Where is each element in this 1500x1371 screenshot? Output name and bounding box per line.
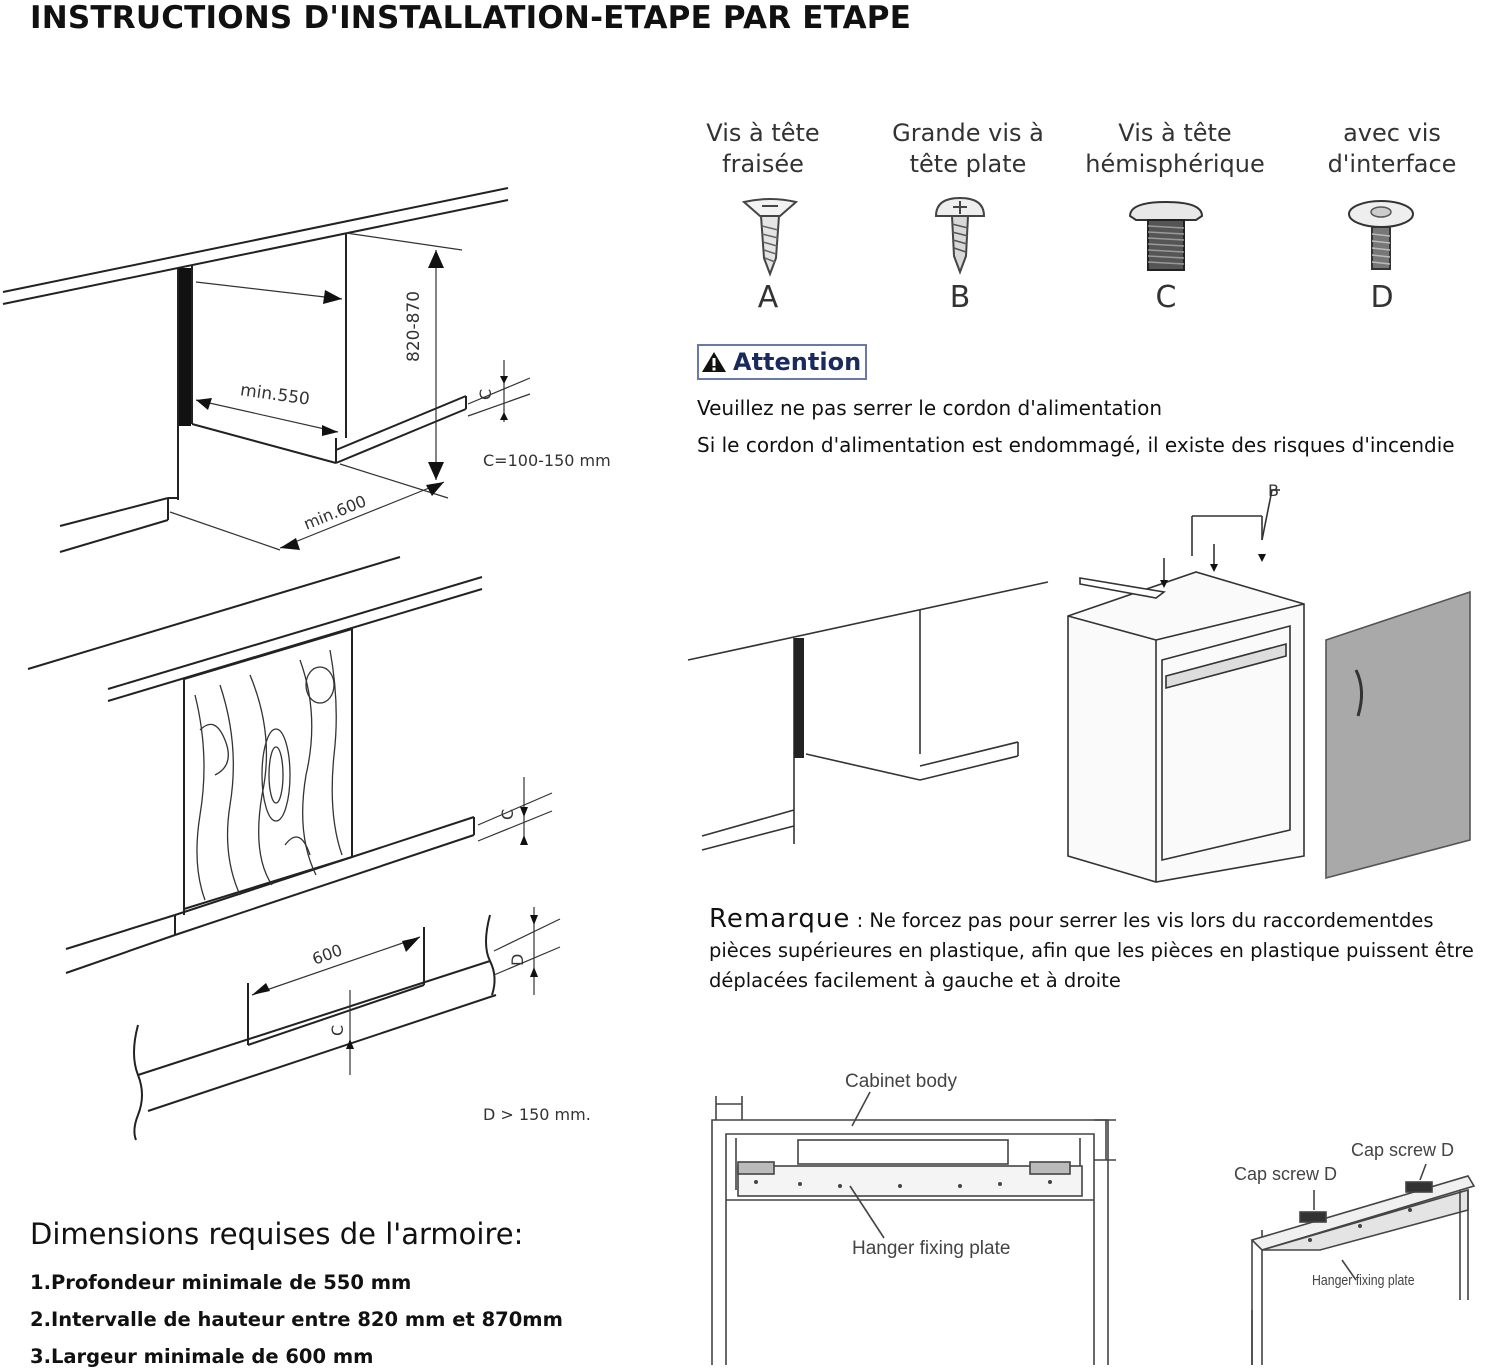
c-dimension-1: C — [476, 388, 495, 400]
screw-d-label: avec vis d'interface — [1292, 118, 1492, 180]
warning-line-2: Si le cordon d'alimentation est endommag… — [697, 433, 1455, 457]
requirement-item-3: 3.Largeur minimale de 600 mm — [30, 1345, 374, 1368]
warning-icon — [702, 352, 726, 372]
wood-panel-diagram — [27, 556, 561, 1141]
hemispherical-screw-icon — [1128, 200, 1204, 271]
hanger-plate-diagram — [711, 1091, 1476, 1365]
c-dimension-3: C — [328, 1024, 347, 1036]
screw-b-label-line2: tête plate — [909, 150, 1027, 178]
screw-c-label-line1: Vis à tête — [1118, 119, 1232, 147]
hanger-plate-label: Hanger fixing plate — [852, 1238, 1011, 1259]
fridge-b-label: B — [1268, 481, 1279, 500]
interface-screw-icon — [1348, 200, 1414, 270]
attention-badge: Attention — [697, 344, 868, 380]
c-note: C=100-150 mm — [483, 451, 611, 470]
screw-d-label-line1: avec vis — [1343, 119, 1441, 147]
cap-screw-right-label: Cap screw D — [1351, 1140, 1455, 1160]
countersunk-screw-icon — [741, 198, 799, 277]
screw-d-letter: D — [1370, 280, 1394, 315]
c-dimension-2: C — [498, 808, 517, 820]
page-title: INSTRUCTIONS D'INSTALLATION-ETAPE PAR ET… — [30, 0, 912, 36]
remark-text: : Ne forcez pas pour serrer les vis lors… — [709, 909, 1474, 992]
remark-note: Remarque : Ne forcez pas pour serrer les… — [709, 904, 1499, 996]
screw-a-label-line1: Vis à tête — [706, 119, 820, 147]
screw-c-label: Vis à tête hémisphérique — [1075, 118, 1275, 180]
d-dimension: D — [508, 953, 527, 966]
remark-title: Remarque — [709, 904, 851, 934]
warning-line-1: Veuillez ne pas serrer le cordon d'alime… — [697, 396, 1162, 420]
screw-b-label-line1: Grande vis à — [892, 119, 1044, 147]
height-dimension: 820-870 — [404, 290, 424, 362]
requirement-item-2: 2.Intervalle de hauteur entre 820 mm et … — [30, 1308, 563, 1331]
screw-a-label: Vis à tête fraisée — [663, 118, 863, 180]
fridge-install-diagram — [687, 489, 1471, 883]
hanger-plate-small-label: Hanger fixing plate — [1312, 1272, 1415, 1289]
cabinet-body-label: Cabinet body — [845, 1071, 957, 1092]
screw-a-label-line2: fraisée — [722, 150, 804, 178]
screw-c-letter: C — [1155, 280, 1177, 315]
screw-b-letter: B — [949, 280, 971, 315]
pan-head-screw-icon — [934, 196, 986, 275]
attention-label: Attention — [733, 348, 862, 376]
cabinet-niche-diagram — [2, 187, 531, 553]
screw-a-letter: A — [757, 280, 779, 315]
screw-d-label-line2: d'interface — [1327, 150, 1457, 178]
requirements-title: Dimensions requises de l'armoire: — [30, 1217, 524, 1251]
d-note: D > 150 mm. — [483, 1105, 591, 1124]
cap-screw-left-label: Cap screw D — [1234, 1164, 1338, 1184]
screw-b-label: Grande vis à tête plate — [868, 118, 1068, 180]
requirement-item-1: 1.Profondeur minimale de 550 mm — [30, 1271, 412, 1294]
screw-c-label-line2: hémisphérique — [1085, 150, 1265, 178]
